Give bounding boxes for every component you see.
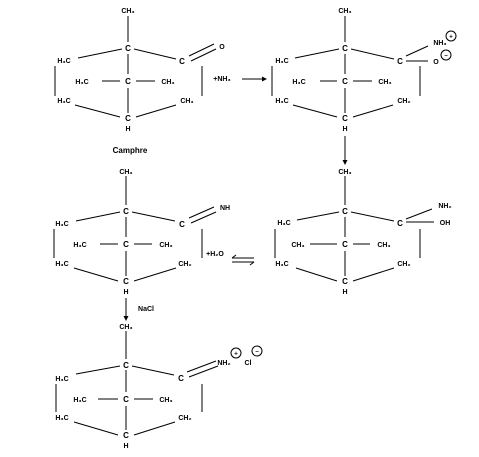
ch3-top: CH₃ [121, 8, 134, 15]
carbon-top: C [342, 207, 348, 216]
oh-group: OH [440, 220, 451, 227]
carbon-bottom: C [342, 277, 348, 286]
svg-text:−: − [255, 350, 259, 356]
positive-charge-icon: + [230, 347, 242, 359]
hydrogen-bottom: H [342, 289, 347, 296]
h3c-mid: H₃C [73, 397, 86, 404]
hydrogen-bottom: H [123, 289, 128, 296]
reagent-nacl: NaCl [138, 306, 154, 313]
ch3-mid: CH₃ [378, 79, 391, 86]
ch3-mid: CH₃ [159, 397, 172, 404]
carbon-top: C [123, 361, 129, 370]
structure-carbinolamine: CH₃ C C NH₂ OH H₃C C CH₃ CH₃ H₃C CH₂ C H [274, 169, 452, 296]
equilibrium-arrow-icon [231, 254, 255, 266]
carbon-carbonyl: C [179, 57, 185, 66]
hydrogen-bottom: H [125, 126, 130, 133]
carbon-bottom: C [123, 431, 129, 440]
ch2-low: CH₂ [397, 98, 410, 105]
carbon-top: C [342, 44, 348, 53]
h3c-low: H₃C [55, 261, 68, 268]
h3c-left: H₃C [55, 221, 68, 228]
oxygen: O [219, 44, 225, 51]
h3c-left: H₃C [277, 220, 290, 227]
ch3-mid: CH₃ [161, 79, 174, 86]
ch3-top: CH₃ [119, 169, 132, 176]
h3c-low: H₃C [275, 261, 288, 268]
negative-charge-icon: − [251, 345, 263, 357]
ch2-low: CH₂ [178, 415, 191, 422]
nh3-group: NH₃ [433, 40, 446, 47]
nh2-group: NH₂ [217, 360, 230, 367]
structure-imine: CH₃ C C NH H₃C C H₃C CH₃ H₃C CH₂ C H [53, 169, 230, 296]
ch3-mid: CH₃ [159, 242, 172, 249]
chloride: Cl [245, 360, 252, 367]
h3c-mid: H₃C [75, 79, 88, 86]
svg-text:−: − [444, 54, 448, 60]
arrow-right-icon [242, 76, 267, 82]
h3c-low: H₃C [275, 98, 288, 105]
carbon-mid: C [342, 77, 348, 86]
h3c-low: H₃C [57, 98, 70, 105]
positive-charge-icon: + [445, 30, 457, 42]
ch3-mid-left: CH₃ [291, 242, 304, 249]
ch3-low: CH₃ [180, 98, 193, 105]
arrow-down-icon [123, 298, 129, 321]
h3c-left: H₃C [57, 58, 70, 65]
ch3-top: CH₃ [338, 8, 351, 15]
reagent-nh3: +NH₃ [213, 76, 230, 83]
negative-charge-icon: − [440, 49, 452, 61]
structure-intermediate-zwitterion: CH₃ C C NH₃ O H₃C C H₃C CH₃ H₃C CH₂ C H … [271, 8, 457, 133]
svg-text:+: + [234, 352, 238, 358]
reagent-h2o: +H₂O [206, 251, 224, 258]
ch3-top: CH₃ [119, 324, 132, 331]
carbon-mid: C [123, 395, 129, 404]
nh-group: NH [220, 205, 230, 212]
carbon-tetrahedral: C [397, 57, 403, 66]
carbon-bottom: C [125, 114, 131, 123]
h3c-left: H₃C [55, 376, 68, 383]
ch3-mid-right: CH₃ [377, 242, 390, 249]
h3c-low: H₃C [55, 415, 68, 422]
structure-camphre: CH₃ C C O H₃C C H₃C CH₃ H₃C CH₃ C H Camp… [54, 8, 225, 155]
svg-text:+: + [449, 35, 453, 41]
carbon-top: C [125, 44, 131, 53]
ch2-low: CH₂ [178, 261, 191, 268]
ch3-top: CH₃ [338, 169, 351, 176]
h3c-left: H₃C [275, 58, 288, 65]
hydrogen-bottom: H [342, 126, 347, 133]
carbon-top: C [123, 207, 129, 216]
structure-iminium-chloride: CH₃ C C NH₂ Cl H₃C C H₃C CH₃ H₃C CH₂ C H… [55, 324, 263, 450]
arrow-down-icon [342, 136, 348, 165]
h3c-mid: H₃C [292, 79, 305, 86]
carbon-bottom: C [342, 114, 348, 123]
h3c-mid: H₃C [73, 242, 86, 249]
carbon-mid: C [342, 240, 348, 249]
oxygen-anion: O [433, 59, 439, 66]
ch2-low: CH₂ [397, 261, 410, 268]
carbon-iminium: C [178, 374, 184, 383]
carbon-imine: C [179, 220, 185, 229]
hydrogen-bottom: H [123, 443, 128, 450]
carbon-mid: C [123, 240, 129, 249]
carbon-carbinol: C [397, 219, 403, 228]
carbon-bottom: C [123, 277, 129, 286]
carbon-mid: C [125, 77, 131, 86]
nh2-group: NH₂ [438, 203, 451, 210]
compound-name-camphre: Camphre [113, 146, 148, 155]
